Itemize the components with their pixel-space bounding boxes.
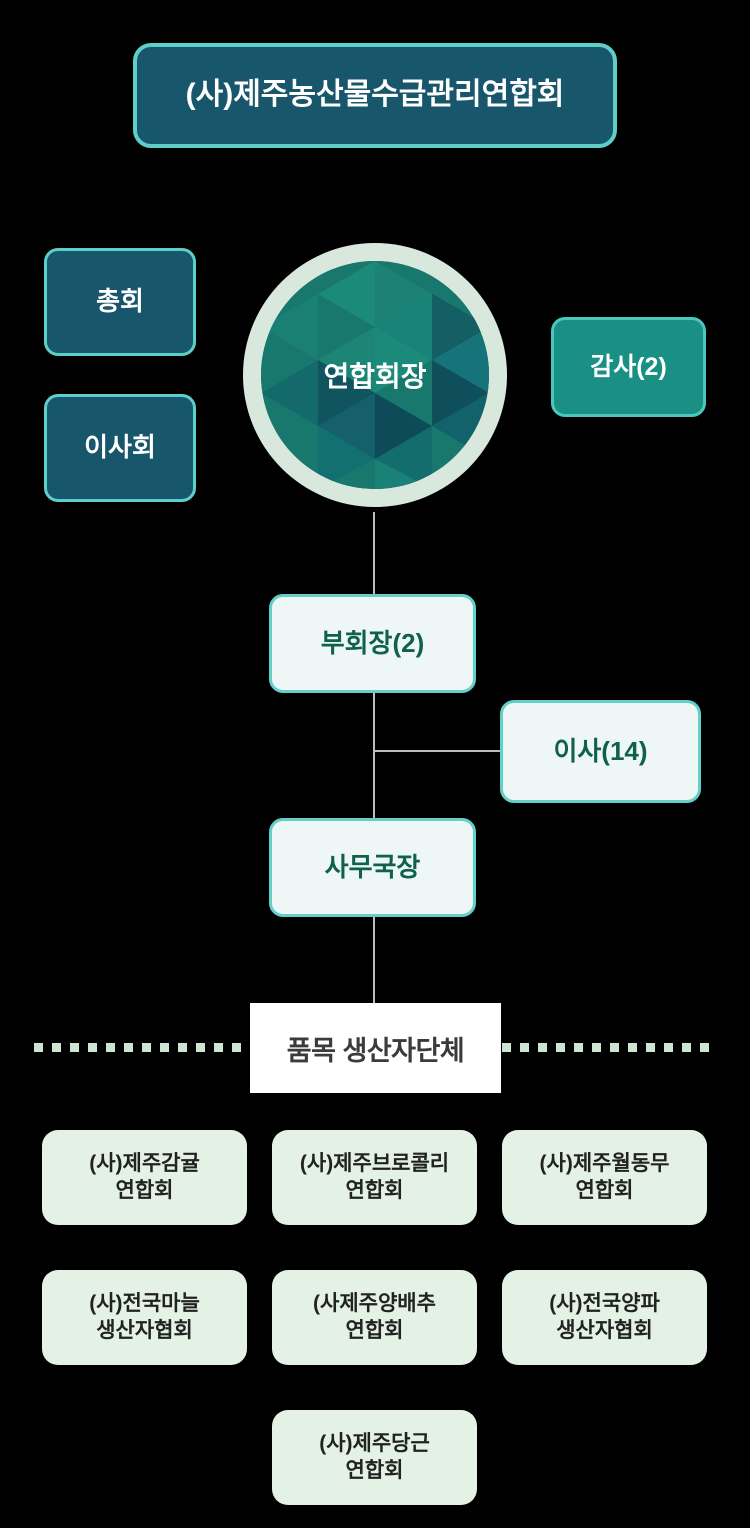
chairman-label: 연합회장 (323, 361, 427, 392)
node-secretary-general: 사무국장 (269, 818, 476, 917)
node-auditor: 감사(2) (551, 317, 706, 417)
connector-branch-to-director (373, 750, 503, 752)
node-general-meeting: 총회 (44, 248, 196, 356)
node-producer-group: (사)전국양파 생산자협회 (502, 1270, 707, 1365)
org-title-box: (사)제주농산물수급관리연합회 (133, 43, 617, 148)
connector-vice-chair-to-secretary (373, 691, 375, 820)
node-chairman-circle: 연합회장 (243, 243, 507, 507)
node-producer-group: (사)제주월동무 연합회 (502, 1130, 707, 1225)
connector-secretary-to-groups (373, 915, 375, 1017)
producer-groups-section-label: 품목 생산자단체 (250, 1003, 501, 1093)
node-directors: 이사(14) (500, 700, 701, 803)
connector-chairman-to-vice-chair (373, 512, 375, 596)
node-producer-group: (사)전국마늘 생산자협회 (42, 1270, 247, 1365)
node-vice-chairman: 부회장(2) (269, 594, 476, 693)
node-producer-group: (사)제주브로콜리 연합회 (272, 1130, 477, 1225)
geometric-facet-pattern (261, 261, 489, 489)
node-producer-group: (사제주양배추 연합회 (272, 1270, 477, 1365)
node-board-of-directors: 이사회 (44, 394, 196, 502)
node-producer-group: (사)제주당근 연합회 (272, 1410, 477, 1505)
node-producer-group: (사)제주감귤 연합회 (42, 1130, 247, 1225)
chairman-circle-inner: 연합회장 (261, 261, 489, 489)
